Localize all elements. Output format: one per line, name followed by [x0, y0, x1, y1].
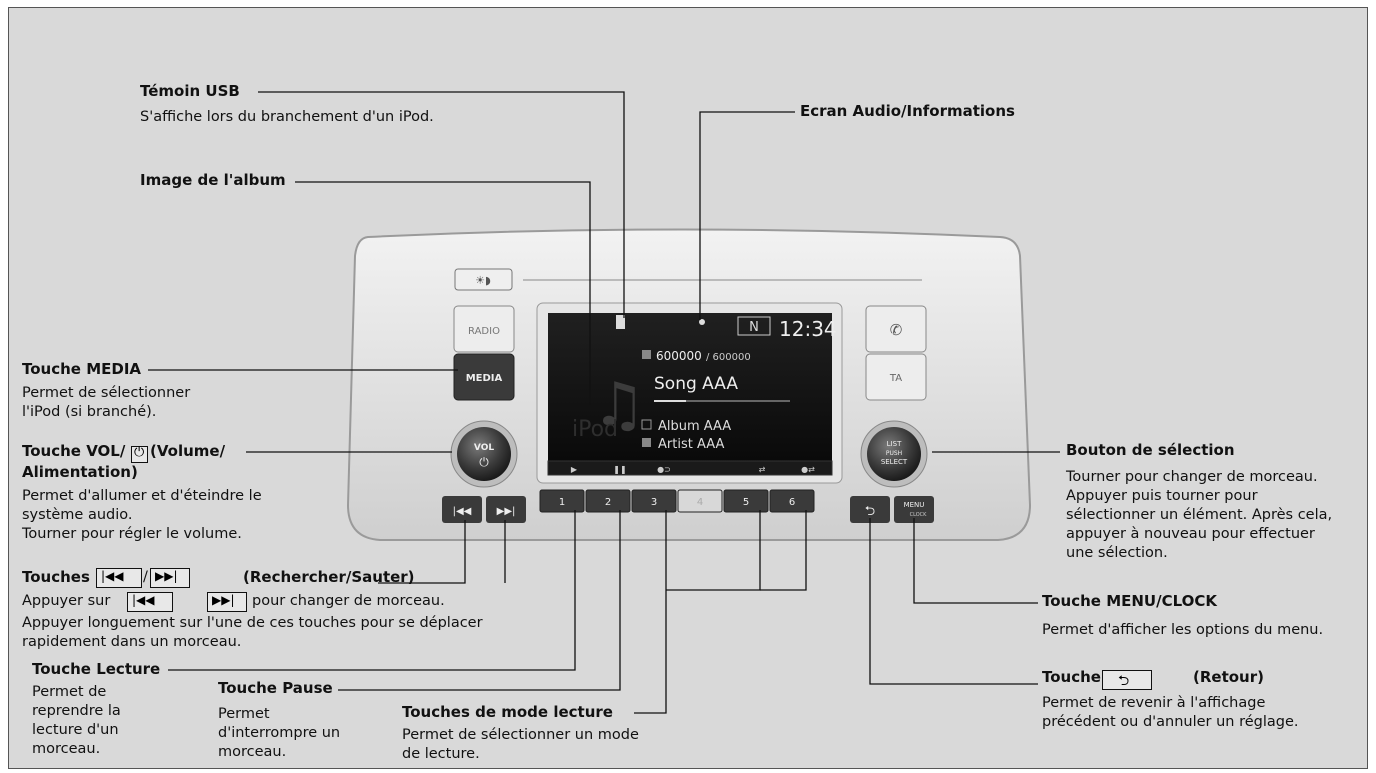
preset-button-4[interactable]	[677, 489, 723, 513]
preset-button-label-5: 5	[743, 497, 749, 508]
track-icon	[642, 350, 651, 359]
back-key-title-a: Touche	[1042, 668, 1101, 686]
artist-name: Artist AAA	[658, 437, 724, 452]
track-count: 600000	[656, 349, 702, 363]
play-mode-keys-title: Touches de mode lecture	[402, 703, 613, 721]
vol-key-title-a: Touche VOL/	[22, 442, 126, 460]
album-art-note-icon: ♫	[592, 370, 646, 440]
preset-button-label-1: 1	[559, 497, 565, 508]
album-icon	[641, 419, 652, 430]
seek-keys-desc-b: pour changer de morceau.	[252, 593, 445, 609]
ipod-watermark: iPod	[572, 417, 618, 442]
media-key-desc: Permet de sélectionner l'iPod (si branch…	[22, 385, 191, 420]
bar-play-icon: ▶	[571, 465, 578, 474]
bar-pause-icon: ❚❚	[613, 465, 626, 474]
preset-button-1[interactable]	[539, 489, 585, 513]
select-knob-title: Bouton de sélection	[1066, 441, 1235, 459]
phone-button	[865, 305, 927, 353]
preset-button-label-3: 3	[651, 497, 657, 508]
select-knob-label-2: PUSH	[886, 450, 902, 457]
seek-back-icon: |◀◀	[453, 506, 472, 517]
select-knob-label-1: LIST	[887, 440, 902, 448]
audio-screen	[548, 313, 832, 461]
album-art-title: Image de l'album	[140, 171, 286, 189]
back-key-desc: Permet de revenir à l'affichage précéden…	[1042, 695, 1299, 730]
vol-key-title-c: Alimentation)	[22, 463, 138, 481]
radio-button-label: RADIO	[468, 326, 500, 337]
radio-button	[453, 305, 515, 353]
select-knob	[867, 427, 921, 481]
artist-icon	[642, 438, 651, 447]
back-arrow-icon: ⮌	[1102, 670, 1152, 690]
preset-button-label-2: 2	[605, 497, 611, 508]
leader-lines	[148, 91, 1060, 714]
bar-shuffle-icon: ⇄	[759, 465, 766, 474]
day-night-button	[454, 268, 513, 291]
seek-keys-title-b: (Rechercher/Sauter)	[243, 568, 415, 586]
power-icon: ⏻	[131, 445, 148, 463]
preset-buttons: 1 2 3 4 5 6	[539, 489, 815, 513]
usb-indicator-title: Témoin USB	[140, 82, 240, 100]
vol-knob-label: VOL	[474, 443, 494, 453]
seek-back-icon: |◀◀	[96, 568, 142, 588]
song-title: Song AAA	[654, 374, 738, 394]
album-name: Album AAA	[658, 419, 731, 434]
pause-key-desc: Permet d'interrompre un morceau.	[218, 706, 341, 760]
menu-clock-title: Touche MENU/CLOCK	[1042, 592, 1217, 610]
day-night-icon: ☀◗	[475, 274, 491, 287]
vol-key-desc: Permet d'allumer et d'éteindre le systèm…	[22, 488, 262, 542]
play-mode-keys-desc: Permet de sélectionner un mode de lectur…	[402, 727, 639, 762]
media-button	[453, 353, 515, 401]
preset-button-label-6: 6	[789, 497, 795, 508]
preset-button-5[interactable]	[723, 489, 769, 513]
band-indicator: N	[749, 320, 759, 335]
seek-forward-icon: ▶▶|	[497, 506, 516, 517]
band-indicator-box	[737, 316, 771, 336]
usb-indicator-desc: S'affiche lors du branchement d'un iPod.	[140, 109, 434, 125]
seek-back-button	[442, 496, 482, 523]
phone-icon: ✆	[890, 321, 903, 339]
media-key-title: Touche MEDIA	[22, 360, 142, 378]
seek-forward-button	[486, 496, 526, 523]
seek-keys-desc-c: Appuyer longuement sur l'une de ces touc…	[22, 615, 483, 650]
preset-button-6[interactable]	[769, 489, 815, 513]
bar-shuffle-all-icon: ●⇄	[801, 465, 815, 474]
seek-forward-icon-small: ▶▶|	[207, 592, 247, 612]
vol-knob	[457, 427, 511, 481]
screen-title: Ecran Audio/Informations	[800, 102, 1015, 120]
select-knob-desc: Tourner pour changer de morceau. Appuyer…	[1066, 469, 1333, 561]
power-icon: ⏻	[479, 455, 489, 469]
screen-bottom-bar	[547, 460, 833, 476]
usb-icon	[616, 315, 625, 329]
seek-forward-icon: ▶▶|	[150, 568, 190, 588]
preset-button-2[interactable]	[585, 489, 631, 513]
preset-button-3[interactable]	[631, 489, 677, 513]
play-key-desc: Permet de reprendre la lecture d'un morc…	[32, 684, 121, 757]
media-button-label: MEDIA	[466, 373, 503, 384]
ta-button	[865, 353, 927, 401]
preset-button-label-4: 4	[697, 497, 703, 508]
seek-keys-desc-a: Appuyer sur	[22, 593, 111, 609]
vol-key-title-b: (Volume/	[150, 442, 226, 460]
play-key-title: Touche Lecture	[32, 660, 161, 678]
seek-back-icon-small: |◀◀	[127, 592, 173, 612]
menu-clock-desc: Permet d'afficher les options du menu.	[1042, 622, 1324, 638]
back-button	[850, 496, 890, 523]
pause-key-title: Touche Pause	[218, 679, 333, 697]
clock-display: 12:34	[779, 317, 837, 341]
seek-keys-title-a: Touches	[22, 568, 90, 586]
clock-button-label: CLOCK	[910, 512, 928, 518]
back-key-title-b: (Retour)	[1193, 668, 1264, 686]
select-knob-label-3: SELECT	[881, 458, 908, 466]
bar-repeat-icon: ●⊃	[657, 465, 671, 474]
ta-button-label: TA	[889, 373, 902, 384]
menu-button-label: MENU	[904, 501, 925, 509]
seek-separator: /	[143, 569, 148, 585]
screen-cursor-dot	[699, 319, 705, 325]
track-total: / 600000	[706, 352, 751, 363]
menu-clock-button	[894, 496, 934, 523]
back-icon: ⮌	[865, 504, 875, 519]
